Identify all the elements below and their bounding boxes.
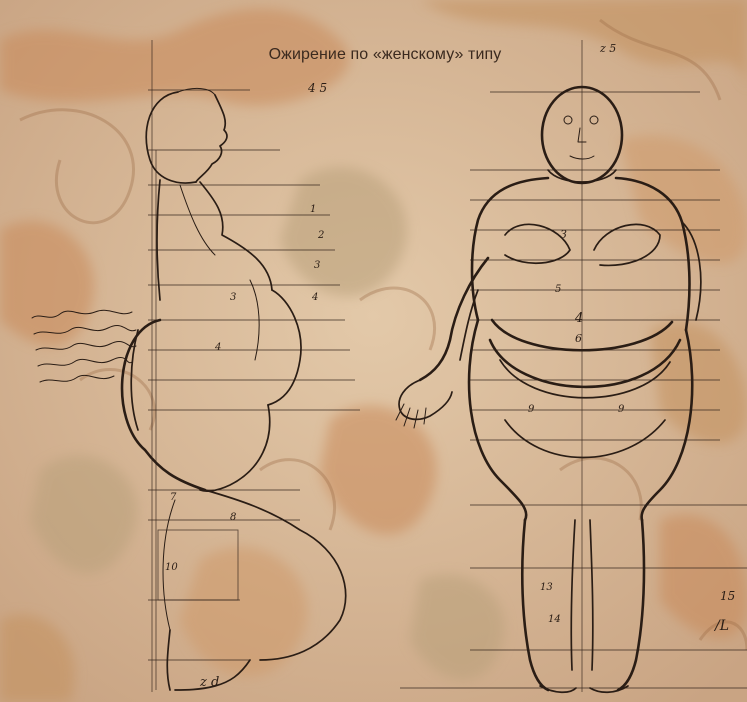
svg-text:4: 4	[214, 342, 221, 353]
svg-text:3: 3	[560, 228, 567, 241]
svg-text:7: 7	[170, 492, 177, 503]
svg-text:10: 10	[165, 562, 178, 573]
svg-text:5: 5	[555, 284, 561, 295]
svg-text:14: 14	[548, 614, 561, 625]
svg-text:15: 15	[720, 589, 735, 603]
svg-text:3: 3	[230, 292, 236, 303]
svg-text:6: 6	[575, 332, 582, 345]
svg-text:13: 13	[540, 582, 553, 593]
svg-text:8: 8	[230, 512, 236, 523]
svg-text:2: 2	[317, 230, 324, 241]
svg-text:9: 9	[618, 404, 625, 415]
svg-text:1: 1	[310, 204, 316, 215]
svg-text:4: 4	[574, 311, 583, 326]
svg-text:9: 9	[528, 404, 535, 415]
figure-caption: Ожирение по «женскому» типу	[0, 46, 747, 64]
svg-text:/L: /L	[713, 618, 729, 634]
svg-text:4: 4	[311, 292, 318, 303]
svg-text:z d: z d	[199, 675, 219, 690]
svg-text:3: 3	[314, 260, 320, 271]
svg-text:4 5: 4 5	[307, 81, 327, 95]
